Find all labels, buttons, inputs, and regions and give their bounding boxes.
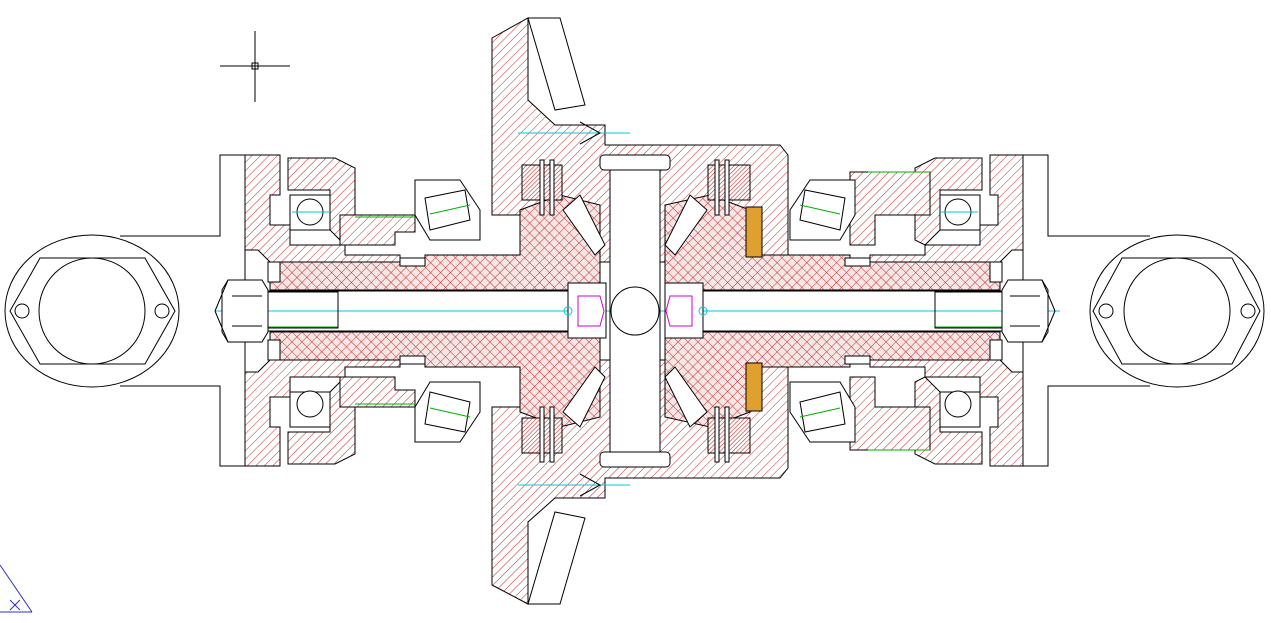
shims [745, 206, 763, 412]
crosshair-cursor-icon [220, 31, 290, 102]
left-bearing-housing [244, 154, 416, 467]
pinion-gears [562, 194, 708, 428]
hex-sockets [563, 282, 708, 339]
retainer-rings [267, 257, 1003, 365]
cross-pin [599, 154, 671, 468]
right-mount-flange [1022, 154, 1265, 467]
right-bearing-housing [849, 154, 1024, 467]
clutch-packs [521, 159, 751, 463]
ucs-axis-icon [0, 564, 33, 613]
axle-bore [215, 290, 1060, 332]
hex-nuts [214, 279, 1056, 343]
left-mount-flange [4, 154, 246, 467]
taper-roller-bearings [414, 179, 856, 443]
ball-bearings [289, 194, 981, 428]
